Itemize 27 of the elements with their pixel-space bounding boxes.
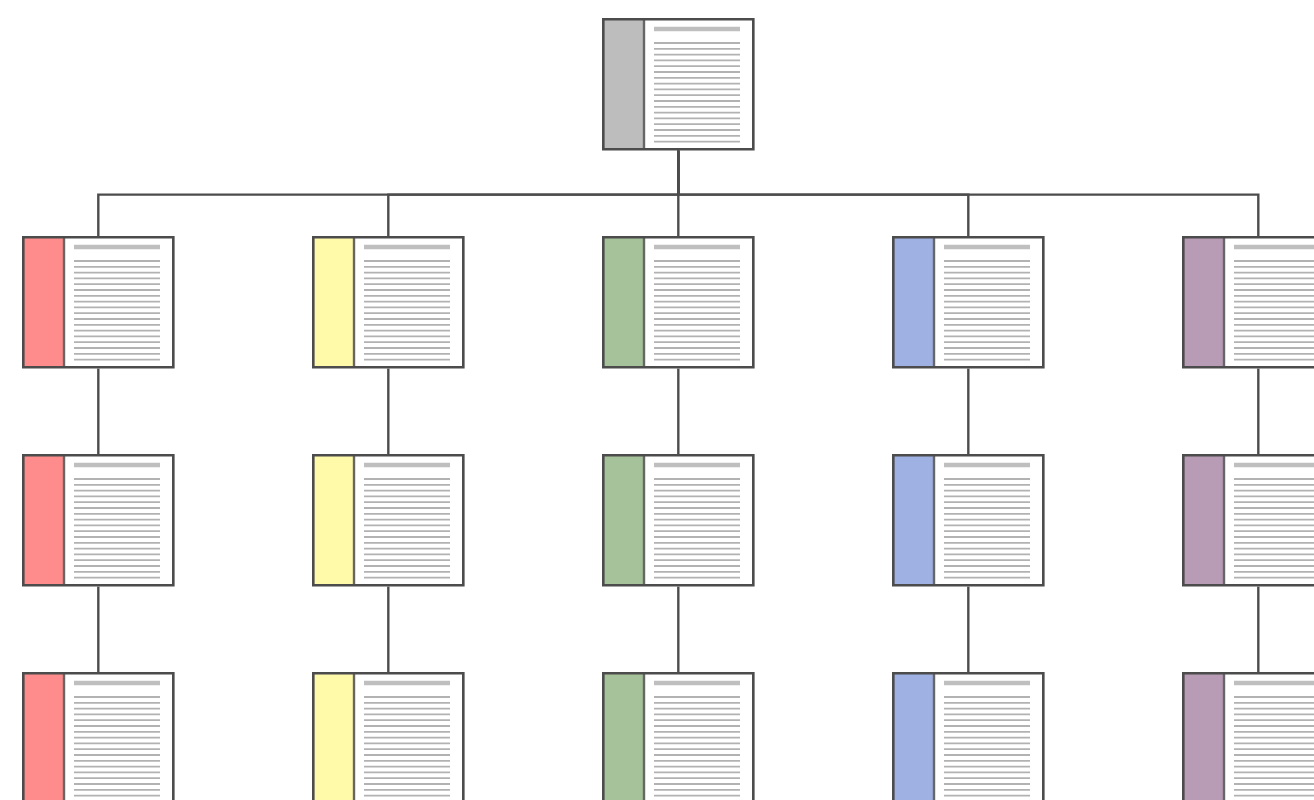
connector-line (967, 368, 970, 454)
document-icon (22, 672, 175, 800)
connector-line (97, 368, 100, 454)
document-icon (22, 454, 175, 587)
document-icon (602, 236, 755, 369)
document-icon (22, 236, 175, 369)
connector-line (1257, 586, 1260, 672)
connector-line (677, 368, 680, 454)
connector-line (97, 586, 100, 672)
document-icon (892, 236, 1045, 369)
document-icon (602, 18, 755, 151)
document-icon (1182, 236, 1314, 369)
document-icon (312, 236, 465, 369)
connector-line (387, 368, 390, 454)
document-icon (602, 454, 755, 587)
document-icon (312, 672, 465, 800)
document-icon (892, 454, 1045, 587)
connector-line (1257, 368, 1260, 454)
document-icon (892, 672, 1045, 800)
document-icon (602, 672, 755, 800)
connector-line (387, 586, 390, 672)
connector-line (677, 150, 1260, 236)
document-icon (1182, 672, 1314, 800)
document-icon (312, 454, 465, 587)
connector-line (967, 586, 970, 672)
document-icon (1182, 454, 1314, 587)
connector-line (677, 586, 680, 672)
